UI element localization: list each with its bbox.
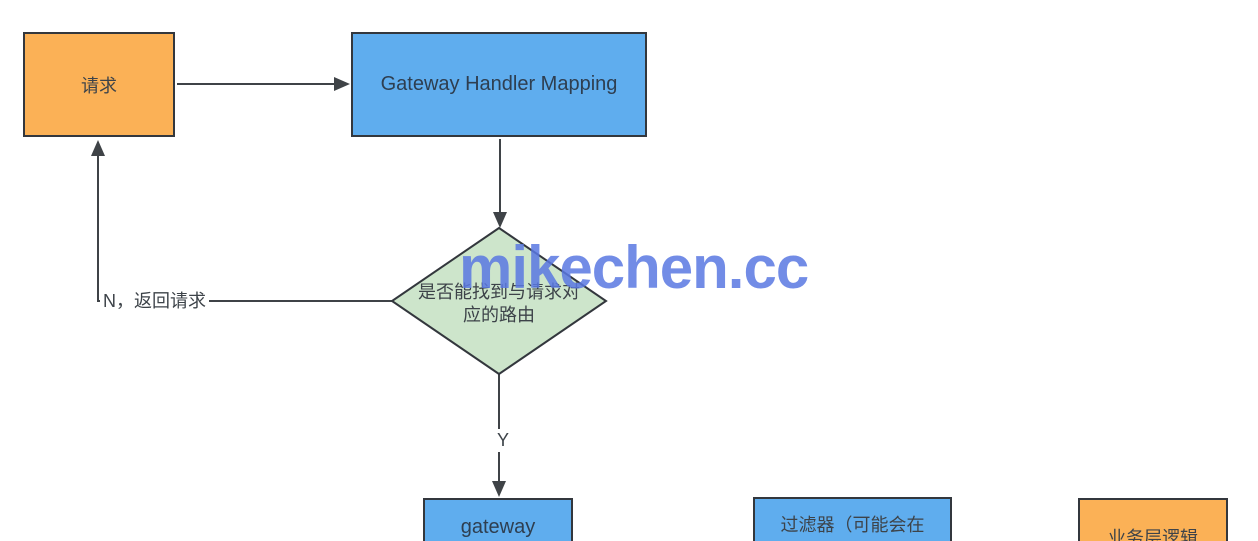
node-gateway-label: gateway [460, 516, 536, 538]
route-decision-line1: 是否能找到与请求对 [418, 282, 580, 302]
edge-decision-no [97, 156, 392, 302]
node-route-decision-label: 是否能找到与请求对 应的路由 [413, 281, 585, 327]
node-filter: 过滤器（可能会在 [753, 497, 952, 541]
node-business-logic-label: 业务层逻辑 [1108, 528, 1198, 541]
route-decision-line2: 应的路由 [463, 305, 535, 325]
node-gateway-handler-mapping: Gateway Handler Mapping [351, 32, 647, 137]
node-gateway-handler-mapping-label: Gateway Handler Mapping [380, 73, 618, 95]
node-gateway: gateway [423, 498, 573, 541]
arrowhead-up-icon [91, 140, 105, 156]
arrowhead-down-icon [493, 212, 507, 228]
watermark: mikechen.cc [459, 234, 809, 301]
node-request-label: 请求 [81, 75, 117, 96]
arrowhead-right-icon [334, 77, 350, 91]
edge-label-no: N，返回请求 [100, 290, 209, 313]
node-business-logic: 业务层逻辑 [1078, 498, 1228, 541]
node-route-decision-shape [390, 226, 608, 376]
node-filter-label: 过滤器（可能会在 [780, 515, 925, 535]
arrowhead-down-icon [492, 481, 506, 497]
node-request: 请求 [23, 32, 175, 137]
edge-label-yes: Y [487, 429, 519, 452]
